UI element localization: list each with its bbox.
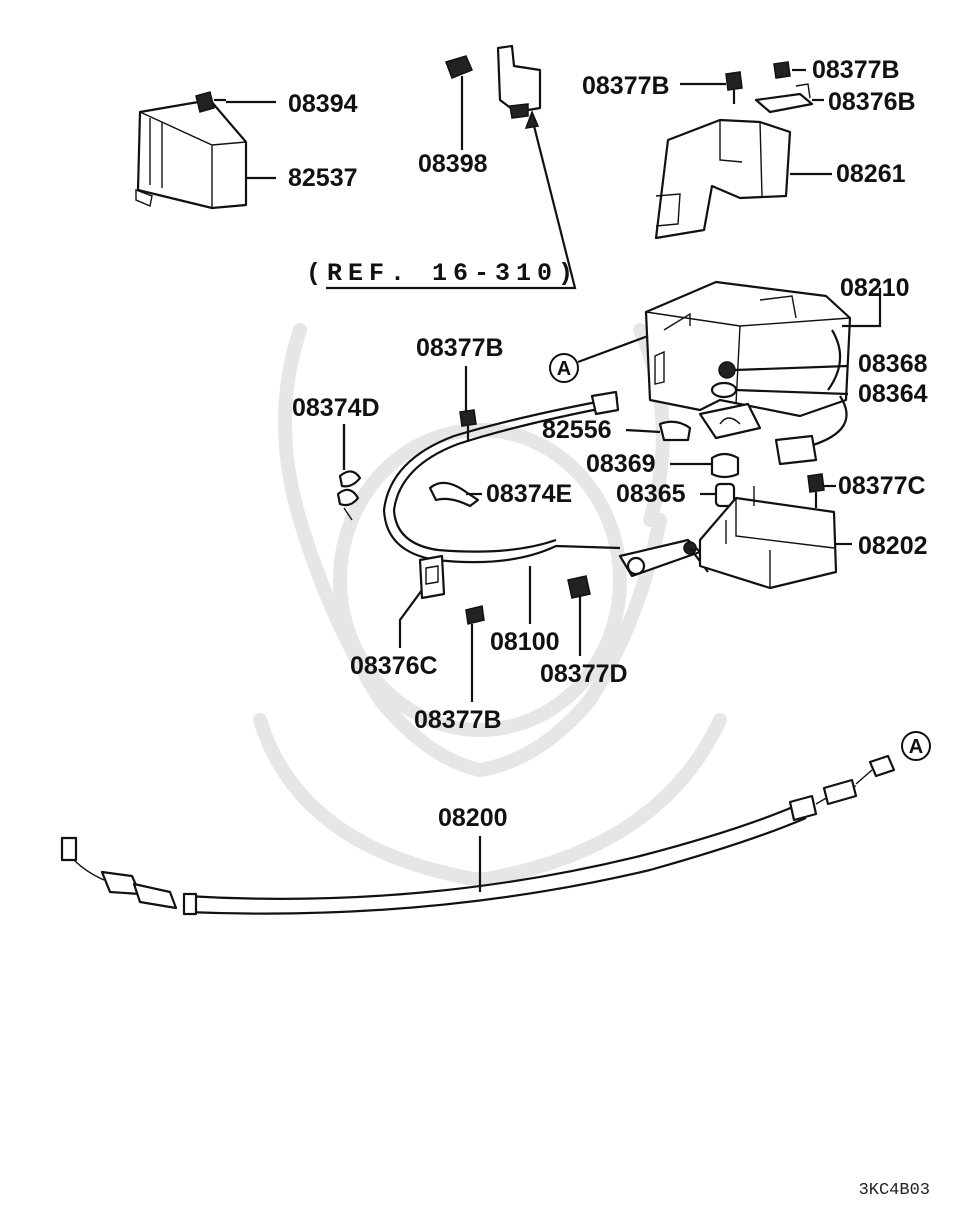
label-08394: 08394: [288, 90, 358, 118]
label-08377B-top-right: 08377B: [812, 56, 900, 84]
label-08369: 08369: [586, 450, 656, 478]
sensor-bracket: [496, 44, 542, 119]
ref-leader: [326, 117, 577, 290]
bolt-08398: [445, 55, 473, 150]
label-08364: 08364: [858, 380, 928, 408]
washer-08364: [710, 381, 738, 399]
label-08374E: 08374E: [486, 480, 572, 508]
label-08374D: 08374D: [292, 394, 380, 422]
bolt-08377C: [807, 473, 825, 508]
label-08377B-mid: 08377B: [416, 334, 504, 362]
diagram-code: 3KC4B03: [859, 1181, 930, 1200]
bolt-08377B-mid: [459, 366, 477, 442]
label-08100: 08100: [490, 628, 560, 656]
bracket-08202: [698, 486, 838, 590]
reference-note: (REF. 16-310): [306, 259, 579, 288]
callout-a-lower: A: [901, 731, 931, 761]
callout-a-lower-text: A: [909, 736, 923, 758]
leader-08376C: [398, 589, 423, 648]
label-08365: 08365: [616, 480, 686, 508]
label-08377D: 08377D: [540, 660, 628, 688]
leader-08368: [734, 364, 849, 372]
label-08377B-top-left: 08377B: [582, 72, 670, 100]
bracket-08376C: [418, 554, 446, 600]
label-08377C: 08377C: [838, 472, 926, 500]
screw-08394: [195, 91, 226, 113]
bolt-08377B-bottom: [465, 605, 485, 702]
label-08398: 08398: [418, 150, 488, 178]
grommet-08369: [710, 452, 740, 479]
nut-08368: [718, 361, 736, 379]
leader-callout-a-upper: [577, 334, 649, 364]
bracket-08261: [654, 118, 792, 240]
plate-08376B: [754, 83, 814, 114]
ref-arrowhead: [524, 109, 540, 129]
bolt-08377B-top-right: [773, 61, 791, 79]
lever-arm: [618, 538, 709, 578]
label-08368: 08368: [858, 350, 928, 378]
cable-08100: [382, 390, 621, 564]
label-08210: 08210: [840, 274, 910, 302]
leader-82556: [625, 428, 661, 434]
label-82537: 82537: [288, 164, 358, 192]
leader-08210: [842, 288, 882, 328]
label-08200: 08200: [438, 804, 508, 832]
clamp-08374E: [428, 481, 480, 508]
label-08261: 08261: [836, 160, 906, 188]
callout-a-upper-text: A: [557, 358, 571, 380]
bolt-08377B-top-left: [725, 71, 743, 104]
cable-08200: [60, 754, 896, 916]
label-82556: 82556: [542, 416, 612, 444]
label-08376C: 08376C: [350, 652, 438, 680]
leader-08364: [735, 388, 849, 396]
clamp-82556: [658, 420, 692, 442]
callout-a-upper: A: [549, 353, 579, 383]
wire-harness-connector: [774, 329, 848, 466]
label-08202: 08202: [858, 532, 928, 560]
label-08376B: 08376B: [828, 88, 916, 116]
label-08377B-bottom: 08377B: [414, 706, 502, 734]
bolt-08377D: [567, 575, 591, 656]
ecu-module-82537: [135, 98, 248, 210]
lever-assembly-08210: [644, 280, 852, 440]
